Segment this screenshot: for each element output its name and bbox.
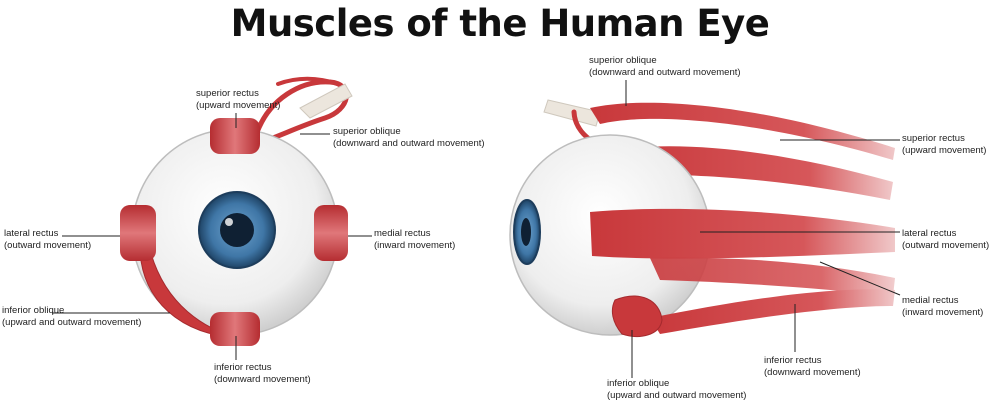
side-pupil: [521, 218, 531, 246]
side-view-eye: [509, 99, 895, 337]
front-label-lateral-rectus: lateral rectus (outward movement): [4, 228, 92, 251]
front-superior-rectus-muscle: [210, 118, 260, 154]
side-label-superior-rectus: superior rectus (upward movement): [902, 133, 987, 156]
front-inferior-rectus-muscle: [210, 312, 260, 346]
front-view-eye: [120, 76, 353, 346]
side-label-superior-oblique: superior oblique (downward and outward m…: [589, 55, 741, 78]
front-pupil: [220, 213, 254, 247]
side-superior-rectus-muscle: [615, 146, 893, 200]
front-lateral-rectus-muscle: [120, 205, 156, 261]
side-label-medial-rectus: medial rectus (inward movement): [902, 295, 984, 318]
side-medial-rectus-muscle: [650, 257, 895, 296]
side-label-lateral-rectus: lateral rectus (outward movement): [902, 228, 990, 251]
front-leader-lines: [52, 113, 372, 360]
page-title: Muscles of the Human Eye: [230, 2, 770, 45]
side-label-inferior-rectus: inferior rectus (downward movement): [764, 355, 861, 378]
front-label-medial-rectus: medial rectus (inward movement): [374, 228, 456, 251]
front-label-inferior-oblique: inferior oblique (upward and outward mov…: [2, 305, 142, 328]
front-label-superior-rectus: superior rectus (upward movement): [196, 88, 281, 111]
side-inferior-oblique-muscle: [611, 295, 663, 337]
front-label-superior-oblique: superior oblique (downward and outward m…: [333, 126, 485, 149]
side-inferior-rectus-muscle: [650, 289, 895, 334]
front-label-inferior-rectus: inferior rectus (downward movement): [214, 362, 311, 385]
side-label-inferior-oblique: inferior oblique (upward and outward mov…: [607, 378, 747, 401]
side-lateral-rectus-muscle: [590, 208, 895, 259]
side-leader-lines: [625, 80, 901, 378]
front-superior-oblique-tendon: [299, 83, 353, 119]
front-medial-rectus-muscle: [314, 205, 348, 261]
side-superior-oblique-muscle: [590, 102, 895, 160]
